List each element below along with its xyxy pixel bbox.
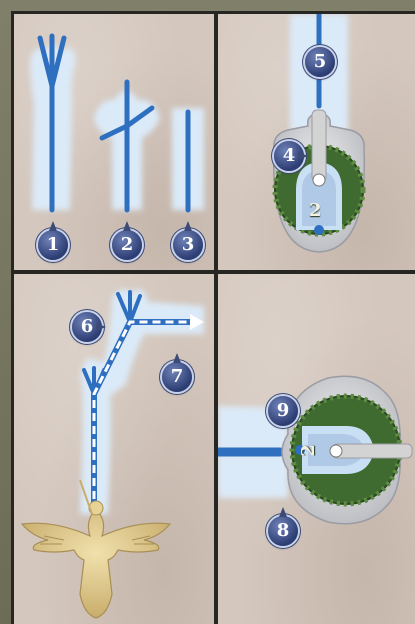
- marker-7: 7: [162, 362, 192, 392]
- tile-number: 2: [309, 200, 322, 221]
- hawk-figure-icon: [22, 480, 170, 618]
- marker-5: 5: [305, 47, 335, 77]
- marker-6: 6: [72, 312, 102, 342]
- panel-hawk-path: 6 7: [14, 274, 214, 624]
- marker-2: 2: [112, 230, 142, 260]
- panel-stream-types: 1 2 3: [14, 14, 214, 270]
- marker-3: 3: [173, 230, 203, 260]
- stream-triple-icon: [172, 108, 204, 210]
- marker-9: 9: [268, 396, 298, 426]
- hawk-path-art: [14, 274, 214, 624]
- stream-single-icon: [30, 36, 76, 210]
- panel-stream-meets-tile: 2 5 4: [218, 14, 415, 270]
- panel-stream-side-entry: 2 9 8: [218, 274, 415, 624]
- marker-8: 8: [268, 516, 298, 546]
- marker-4: 4: [274, 141, 304, 171]
- stream-fork-icon: [94, 82, 160, 210]
- marker-1: 1: [38, 230, 68, 260]
- tile-number-rotated: 2: [298, 444, 319, 457]
